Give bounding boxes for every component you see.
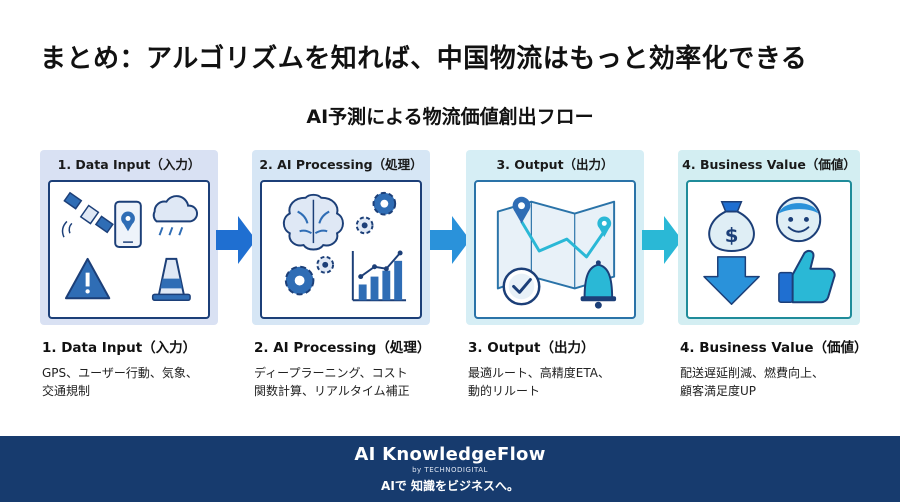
stage-illustration [61, 191, 199, 301]
warning-sign-icon [64, 257, 111, 300]
stage-description: 4. Business Value（価値） 配送遅延削減、燃費向上、 顧客満足度… [680, 336, 880, 400]
stage-illustration [496, 196, 617, 309]
stage-title: 2. AI Processing（処理） [254, 340, 431, 356]
stage-header: 4. Business Value（価値） [682, 157, 856, 172]
svg-text:$: $ [725, 224, 739, 247]
page-title: まとめ：アルゴリズムを知れば、中国物流はもっと効率化できる [40, 44, 808, 74]
stage-business-value: 4. Business Value（価値） $ [678, 150, 860, 325]
stage-title: 4. Business Value（価値） [680, 340, 868, 356]
footer-tagline: AIで 知識をビジネスへ。 [381, 479, 519, 493]
stage-ai-processing: 2. AI Processing（処理） [252, 150, 430, 325]
description-line: 顧客満足度UP [680, 384, 757, 398]
stage-description-text: GPS、ユーザー行動、気象、 交通規制 [42, 364, 242, 400]
stage-description: 2. AI Processing（処理） ディープラーニング、コスト 関数計算、… [254, 336, 454, 400]
stage-card [260, 180, 422, 319]
stage-description-text: 配送遅延削減、燃費向上、 顧客満足度UP [680, 364, 880, 400]
bell-icon [580, 260, 617, 309]
flow-arrow [216, 210, 256, 270]
description-line: 配送遅延削減、燃費向上、 [680, 366, 825, 380]
description-line: 交通規制 [42, 384, 91, 398]
growth-chart-icon [351, 250, 407, 302]
route-map-icon [496, 196, 616, 290]
gears-icon [355, 191, 397, 235]
down-arrow-icon [703, 256, 760, 305]
stage-header: 2. AI Processing（処理） [259, 157, 423, 172]
stage-header: 1. Data Input（入力） [57, 157, 201, 172]
description-line: GPS、ユーザー行動、気象、 [42, 366, 198, 380]
stage-card: $ [686, 180, 852, 319]
smartphone-map-pin-icon [114, 200, 142, 249]
stage-title: 1. Data Input（入力） [42, 340, 197, 356]
brain-icon [282, 193, 344, 251]
stage-header: 3. Output（出力） [496, 157, 614, 172]
flow-title: AI予測による物流価値創出フロー [306, 106, 594, 128]
stage-data-input: 1. Data Input（入力） [40, 150, 218, 325]
flow-arrow [430, 210, 470, 270]
stage-description-text: 最適ルート、高精度ETA、 動的リルート [468, 364, 668, 400]
footer-by-line: by TECHNODIGITAL [412, 466, 488, 474]
stage-description: 1. Data Input（入力） GPS、ユーザー行動、気象、 交通規制 [42, 336, 242, 400]
stage-description: 3. Output（出力） 最適ルート、高精度ETA、 動的リルート [468, 336, 668, 400]
gears-icon [284, 255, 335, 296]
footer-brand: AI KnowledgeFlow [354, 444, 546, 465]
thumbs-up-icon [778, 249, 836, 304]
traffic-cone-icon [151, 257, 191, 301]
stage-illustration: $ [703, 196, 836, 305]
stage-title: 3. Output（出力） [468, 340, 595, 356]
rain-cloud-icon [152, 195, 199, 236]
stage-output: 3. Output（出力） [466, 150, 644, 325]
flow-arrow [642, 210, 682, 270]
footer-banner: AI KnowledgeFlow by TECHNODIGITAL AIで 知識… [0, 436, 900, 502]
stage-card [474, 180, 636, 319]
description-line: ディープラーニング、コスト [254, 366, 408, 380]
clock-check-icon [502, 267, 541, 306]
money-bag-icon: $ [708, 200, 755, 252]
description-line: 動的リルート [468, 384, 541, 398]
stage-card [48, 180, 210, 319]
stage-description-text: ディープラーニング、コスト 関数計算、リアルタイム補正 [254, 364, 454, 400]
satellite-icon [61, 191, 114, 238]
description-line: 関数計算、リアルタイム補正 [254, 384, 410, 398]
stage-illustration [282, 191, 407, 302]
description-line: 最適ルート、高精度ETA、 [468, 366, 610, 380]
smiley-face-icon [775, 196, 822, 243]
